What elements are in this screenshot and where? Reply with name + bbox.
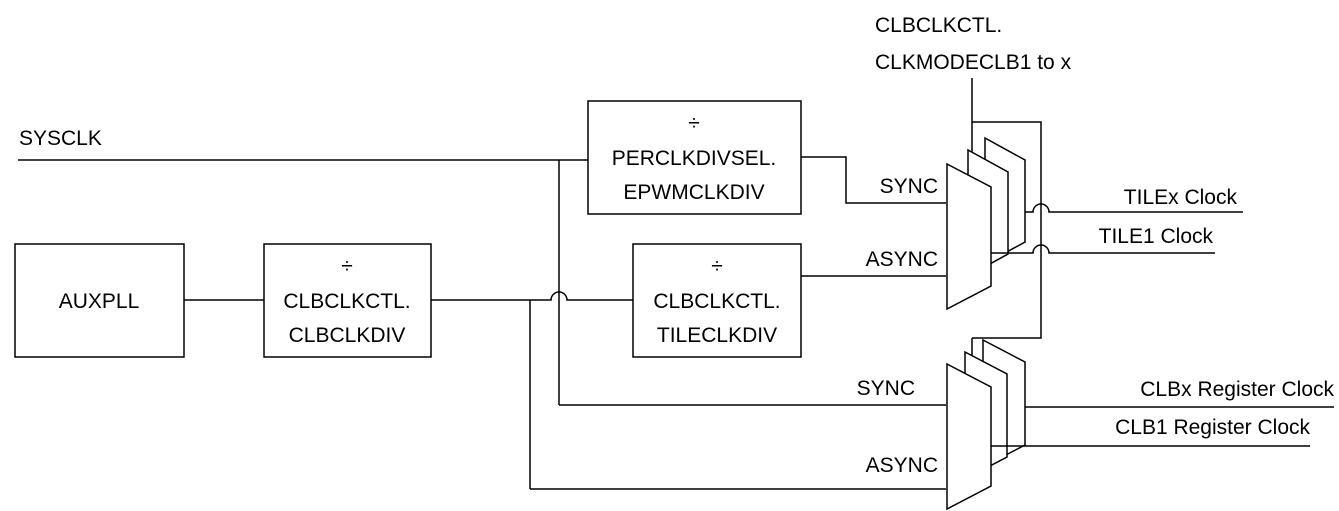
mux-top xyxy=(946,162,992,311)
epwm-to-sync-line xyxy=(801,156,946,204)
tileclkdiv-symbol: ÷ xyxy=(711,255,723,278)
tilex-clock-line xyxy=(1025,203,1243,213)
tile1-clock-line xyxy=(991,244,1215,254)
sync-top-label: SYNC xyxy=(880,175,938,198)
tileclkdiv-line2: TILECLKDIV xyxy=(657,324,777,347)
clbclkdiv-line2: CLBCLKDIV xyxy=(289,324,406,347)
clkmode-loop-line xyxy=(972,121,1042,339)
epwmclkdiv-symbol: ÷ xyxy=(688,112,700,135)
sync-bottom-label: SYNC xyxy=(857,377,915,400)
epwmclkdiv-block xyxy=(587,100,802,215)
auxpll-label: AUXPLL xyxy=(59,290,140,313)
tileclkdiv-block xyxy=(632,243,802,358)
sysclk-label: SYSCLK xyxy=(19,127,102,150)
async-top-label: ASYNC xyxy=(866,248,938,271)
epwmclkdiv-line2: EPWMCLKDIV xyxy=(623,181,764,204)
clbclkdiv-block xyxy=(263,243,432,358)
tileclkdiv-line1: CLBCLKCTL. xyxy=(653,290,780,313)
clb1-register-clock-label: CLB1 Register Clock xyxy=(1115,416,1310,439)
async-bottom-label: ASYNC xyxy=(866,454,938,477)
mux-bottom xyxy=(946,362,992,511)
clbx-register-clock-label: CLBx Register Clock xyxy=(1140,378,1334,401)
tile1-clock-label: TILE1 Clock xyxy=(1099,225,1214,248)
clbclkdiv-line1: CLBCLKCTL. xyxy=(283,290,410,313)
epwmclkdiv-line1: PERCLKDIVSEL. xyxy=(612,147,777,170)
clkmode-label-line2: CLKMODECLB1 to x xyxy=(875,51,1072,74)
clkmode-label-line1: CLBCLKCTL. xyxy=(875,14,1002,37)
tilex-clock-label: TILEx Clock xyxy=(1124,186,1238,209)
auxpll-block xyxy=(14,243,185,358)
clbclkdiv-symbol: ÷ xyxy=(341,255,353,278)
clbclkdiv-to-tileclkdiv-line xyxy=(431,291,633,301)
